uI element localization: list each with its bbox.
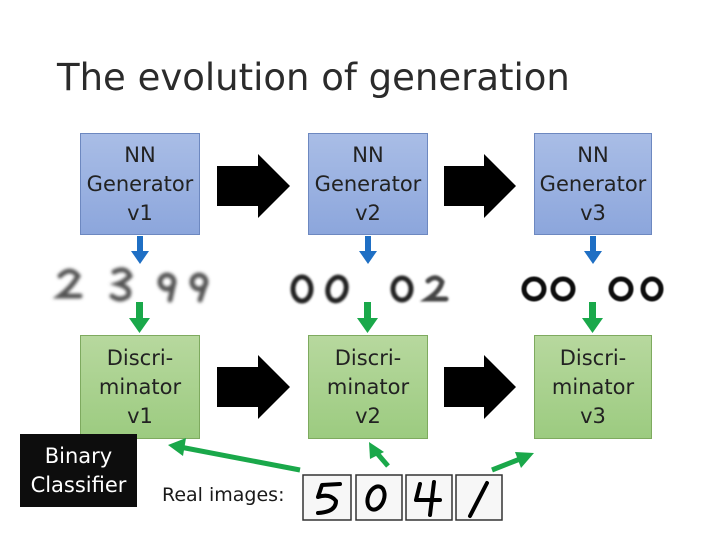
generator-v2-line2: Generator [314,171,422,196]
discriminator-v3-box: Discri- minator v3 [534,335,652,439]
real-images-strip [302,474,503,521]
slide-title: The evolution of generation [57,56,570,99]
generator-v2-box: NN Generator v2 [308,133,428,235]
real-images-label: Real images: [162,484,285,506]
generator-v2-line3: v2 [355,200,381,225]
generated-samples-v1 [52,267,209,303]
binary-classifier-line1: Binary [44,443,113,468]
blue-arrow-gen-v1 [131,236,149,264]
green-arrow-samples-v3 [582,302,603,333]
generator-v2-line1: NN [352,142,384,167]
discriminator-v1-box: Discri- minator v1 [80,335,200,439]
generator-v3-box: NN Generator v3 [534,133,652,235]
green-arrow-samples-v1 [129,302,150,333]
green-arrow-real-to-disc-v2 [369,442,390,468]
green-arrow-real-to-disc-v3 [491,452,534,473]
green-arrow-real-to-disc-v1 [168,438,301,473]
green-arrow-samples-v2 [357,302,378,333]
discriminator-v2-box: Discri- minator v2 [308,335,428,439]
generator-v1-line1: NN [124,142,156,167]
discriminator-v1-line3: v1 [127,403,153,428]
discriminator-v3-line1: Discri- [559,345,627,370]
generator-v1-box: NN Generator v1 [80,133,200,235]
generator-v3-line3: v3 [580,200,606,225]
generator-v3-line1: NN [577,142,609,167]
binary-classifier-label: Binary Classifier [20,434,137,507]
binary-classifier-line2: Classifier [30,472,127,497]
black-arrow-disc-2-3 [444,355,516,419]
discriminator-v3-line2: minator [551,374,635,399]
discriminator-v3-line3: v3 [580,403,606,428]
discriminator-v2-line3: v2 [355,403,381,428]
generator-v1-line3: v1 [127,200,153,225]
generator-v1-line2: Generator [86,171,194,196]
real-digit-5 [316,482,342,515]
discriminator-v2-line2: minator [326,374,410,399]
blue-arrow-gen-v2 [359,236,377,264]
discriminator-v1-line1: Discri- [106,345,174,370]
black-arrow-gen-1-2 [217,154,290,218]
discriminator-v2-line1: Discri- [334,345,402,370]
black-arrow-gen-2-3 [444,154,516,218]
black-arrow-disc-1-2 [217,355,290,419]
discriminator-v1-line2: minator [98,374,182,399]
generated-samples-v2 [290,274,449,304]
generated-samples-v3 [521,276,664,302]
real-digit-4 [414,480,442,517]
generator-v3-line2: Generator [539,171,647,196]
real-digit-0 [365,484,387,512]
blue-arrow-gen-v3 [584,236,602,264]
real-digit-1 [468,481,489,518]
